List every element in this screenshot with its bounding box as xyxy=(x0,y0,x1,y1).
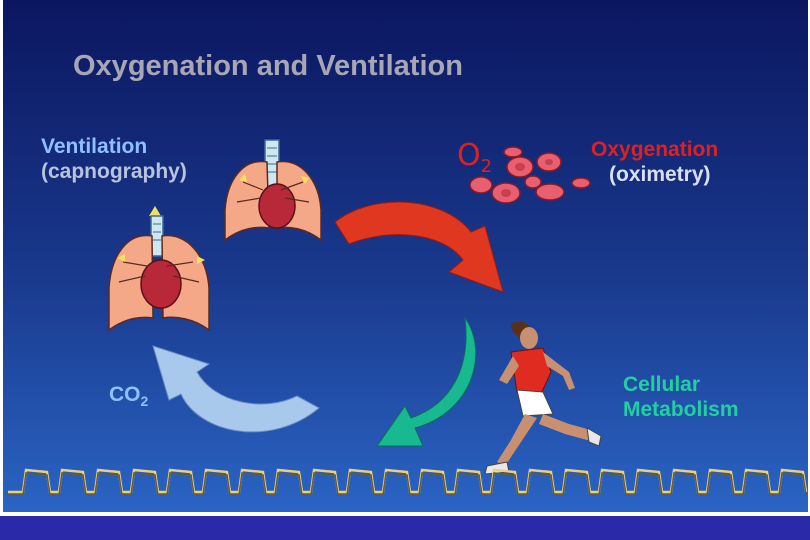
ventilation-title: Ventilation xyxy=(41,135,148,158)
co2-letters: CO xyxy=(109,383,141,406)
o2-symbol: O2 xyxy=(457,138,492,177)
diagram-art xyxy=(8,139,808,496)
metabolism-text: Metabolism xyxy=(623,398,739,421)
o2-letter: O xyxy=(457,138,481,173)
ventilation-subtitle: (capnography) xyxy=(41,160,187,183)
runner-icon xyxy=(484,321,602,475)
red-blood-cells-icon xyxy=(469,146,591,204)
oxygenation-title: Oxygenation xyxy=(591,138,719,161)
oxygenation-subtitle: (oximetry) xyxy=(609,163,711,186)
lungs-icon xyxy=(108,206,210,332)
co2-subscript: 2 xyxy=(140,393,149,410)
o2-subscript: 2 xyxy=(480,156,493,177)
slide: Oxygenation and Ventilation Ventilation … xyxy=(3,0,808,512)
page-title: Oxygenation and Ventilation xyxy=(73,50,463,82)
capnography-waveform-shadow xyxy=(8,472,807,496)
oxygenation-label: Oxygenation (oximetry) xyxy=(591,137,718,187)
cellular-text: Cellular xyxy=(623,373,701,396)
red-arrow-icon xyxy=(334,201,504,293)
co2-label: CO2 xyxy=(109,382,148,414)
blue-arrow-icon xyxy=(152,345,320,433)
green-arrow-icon xyxy=(376,317,477,447)
ventilation-label: Ventilation (capnography) xyxy=(41,134,187,184)
lungs-icon xyxy=(224,139,322,242)
bottom-bar xyxy=(0,516,810,540)
cellular-metabolism-label: Cellular Metabolism xyxy=(623,372,739,422)
capnography-waveform-icon xyxy=(8,468,808,494)
